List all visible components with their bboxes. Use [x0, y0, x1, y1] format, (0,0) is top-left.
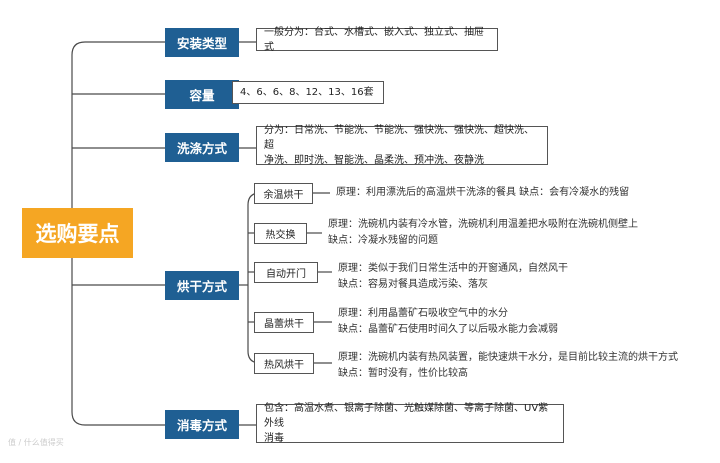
- sub-residual-heat-text: 原理：利用漂洗后的高温烘干洗涤的餐具 缺点：会有冷凝水的残留: [336, 185, 716, 201]
- detail-line: 消毒: [264, 433, 284, 444]
- detail-line: 4、6、6、8、12、13、16套: [240, 87, 374, 98]
- category-install-type: 安装类型: [165, 28, 239, 57]
- detail-line: 分为：日常洗、节能洗、节能洗、强快洗、强快洗、超快洗、超: [264, 125, 534, 151]
- root-node: 选购要点: [22, 208, 133, 258]
- sub-heat-exchange-text: 原理：洗碗机内装有冷水管，洗碗机利用温差把水吸附在洗碗机侧壁上 缺点：冷凝水残留…: [328, 217, 718, 249]
- watermark: 值 / 什么值得买: [8, 438, 64, 447]
- sub-auto-door-text: 原理：类似于我们日常生活中的开窗通风，自然风干 缺点：容易对餐具造成污染、落灰: [338, 261, 718, 293]
- detail-line: 包含：高温水煮、银离子除菌、光触媒除菌、等离子除菌、UV紫外线: [264, 403, 549, 429]
- text-line: 原理：洗碗机内装有冷水管，洗碗机利用温差把水吸附在洗碗机侧壁上: [328, 219, 638, 230]
- detail-disinfection: 包含：高温水煮、银离子除菌、光触媒除菌、等离子除菌、UV紫外线 消毒: [256, 403, 564, 444]
- text-line: 缺点：冷凝水残留的问题: [328, 235, 438, 246]
- detail-line: 一般分为：台式、水槽式、嵌入式、独立式、抽屉式: [264, 26, 484, 53]
- category-capacity: 容量: [165, 80, 239, 109]
- detail-install-type: 一般分为：台式、水槽式、嵌入式、独立式、抽屉式: [256, 27, 498, 53]
- sub-residual-heat: 余温烘干: [254, 183, 313, 204]
- text-line: 原理：利用漂洗后的高温烘干洗涤的餐具 缺点：会有冷凝水的残留: [336, 187, 630, 198]
- sub-hot-air: 热风烘干: [254, 353, 314, 374]
- category-disinfection: 消毒方式: [165, 410, 239, 439]
- text-line: 缺点：晶蕾矿石使用时间久了以后吸水能力会减弱: [338, 324, 558, 335]
- text-line: 缺点：容易对餐具造成污染、落灰: [338, 279, 488, 290]
- text-line: 原理：洗碗机内装有热风装置，能快速烘干水分，是目前比较主流的烘干方式: [338, 352, 678, 363]
- sub-auto-door: 自动开门: [254, 262, 318, 283]
- detail-capacity: 4、6、6、8、12、13、16套: [232, 81, 384, 104]
- text-line: 原理：类似于我们日常生活中的开窗通风，自然风干: [338, 263, 568, 274]
- sub-heat-exchange: 热交换: [254, 223, 307, 244]
- category-wash-mode: 洗涤方式: [165, 133, 239, 162]
- sub-hot-air-text: 原理：洗碗机内装有热风装置，能快速烘干水分，是目前比较主流的烘干方式 缺点：暂时…: [338, 350, 718, 382]
- detail-line: 净洗、即时洗、智能洗、晶柔洗、预冲洗、夜静洗: [264, 155, 484, 166]
- sub-zeolite-text: 原理：利用晶蕾矿石吸收空气中的水分 缺点：晶蕾矿石使用时间久了以后吸水能力会减弱: [338, 306, 718, 338]
- text-line: 原理：利用晶蕾矿石吸收空气中的水分: [338, 308, 508, 319]
- sub-zeolite: 晶蕾烘干: [254, 312, 314, 333]
- detail-wash-mode: 分为：日常洗、节能洗、节能洗、强快洗、强快洗、超快洗、超 净洗、即时洗、智能洗、…: [256, 125, 548, 166]
- category-drying-mode: 烘干方式: [165, 271, 239, 300]
- text-line: 缺点：暂时没有，性价比较高: [338, 368, 468, 379]
